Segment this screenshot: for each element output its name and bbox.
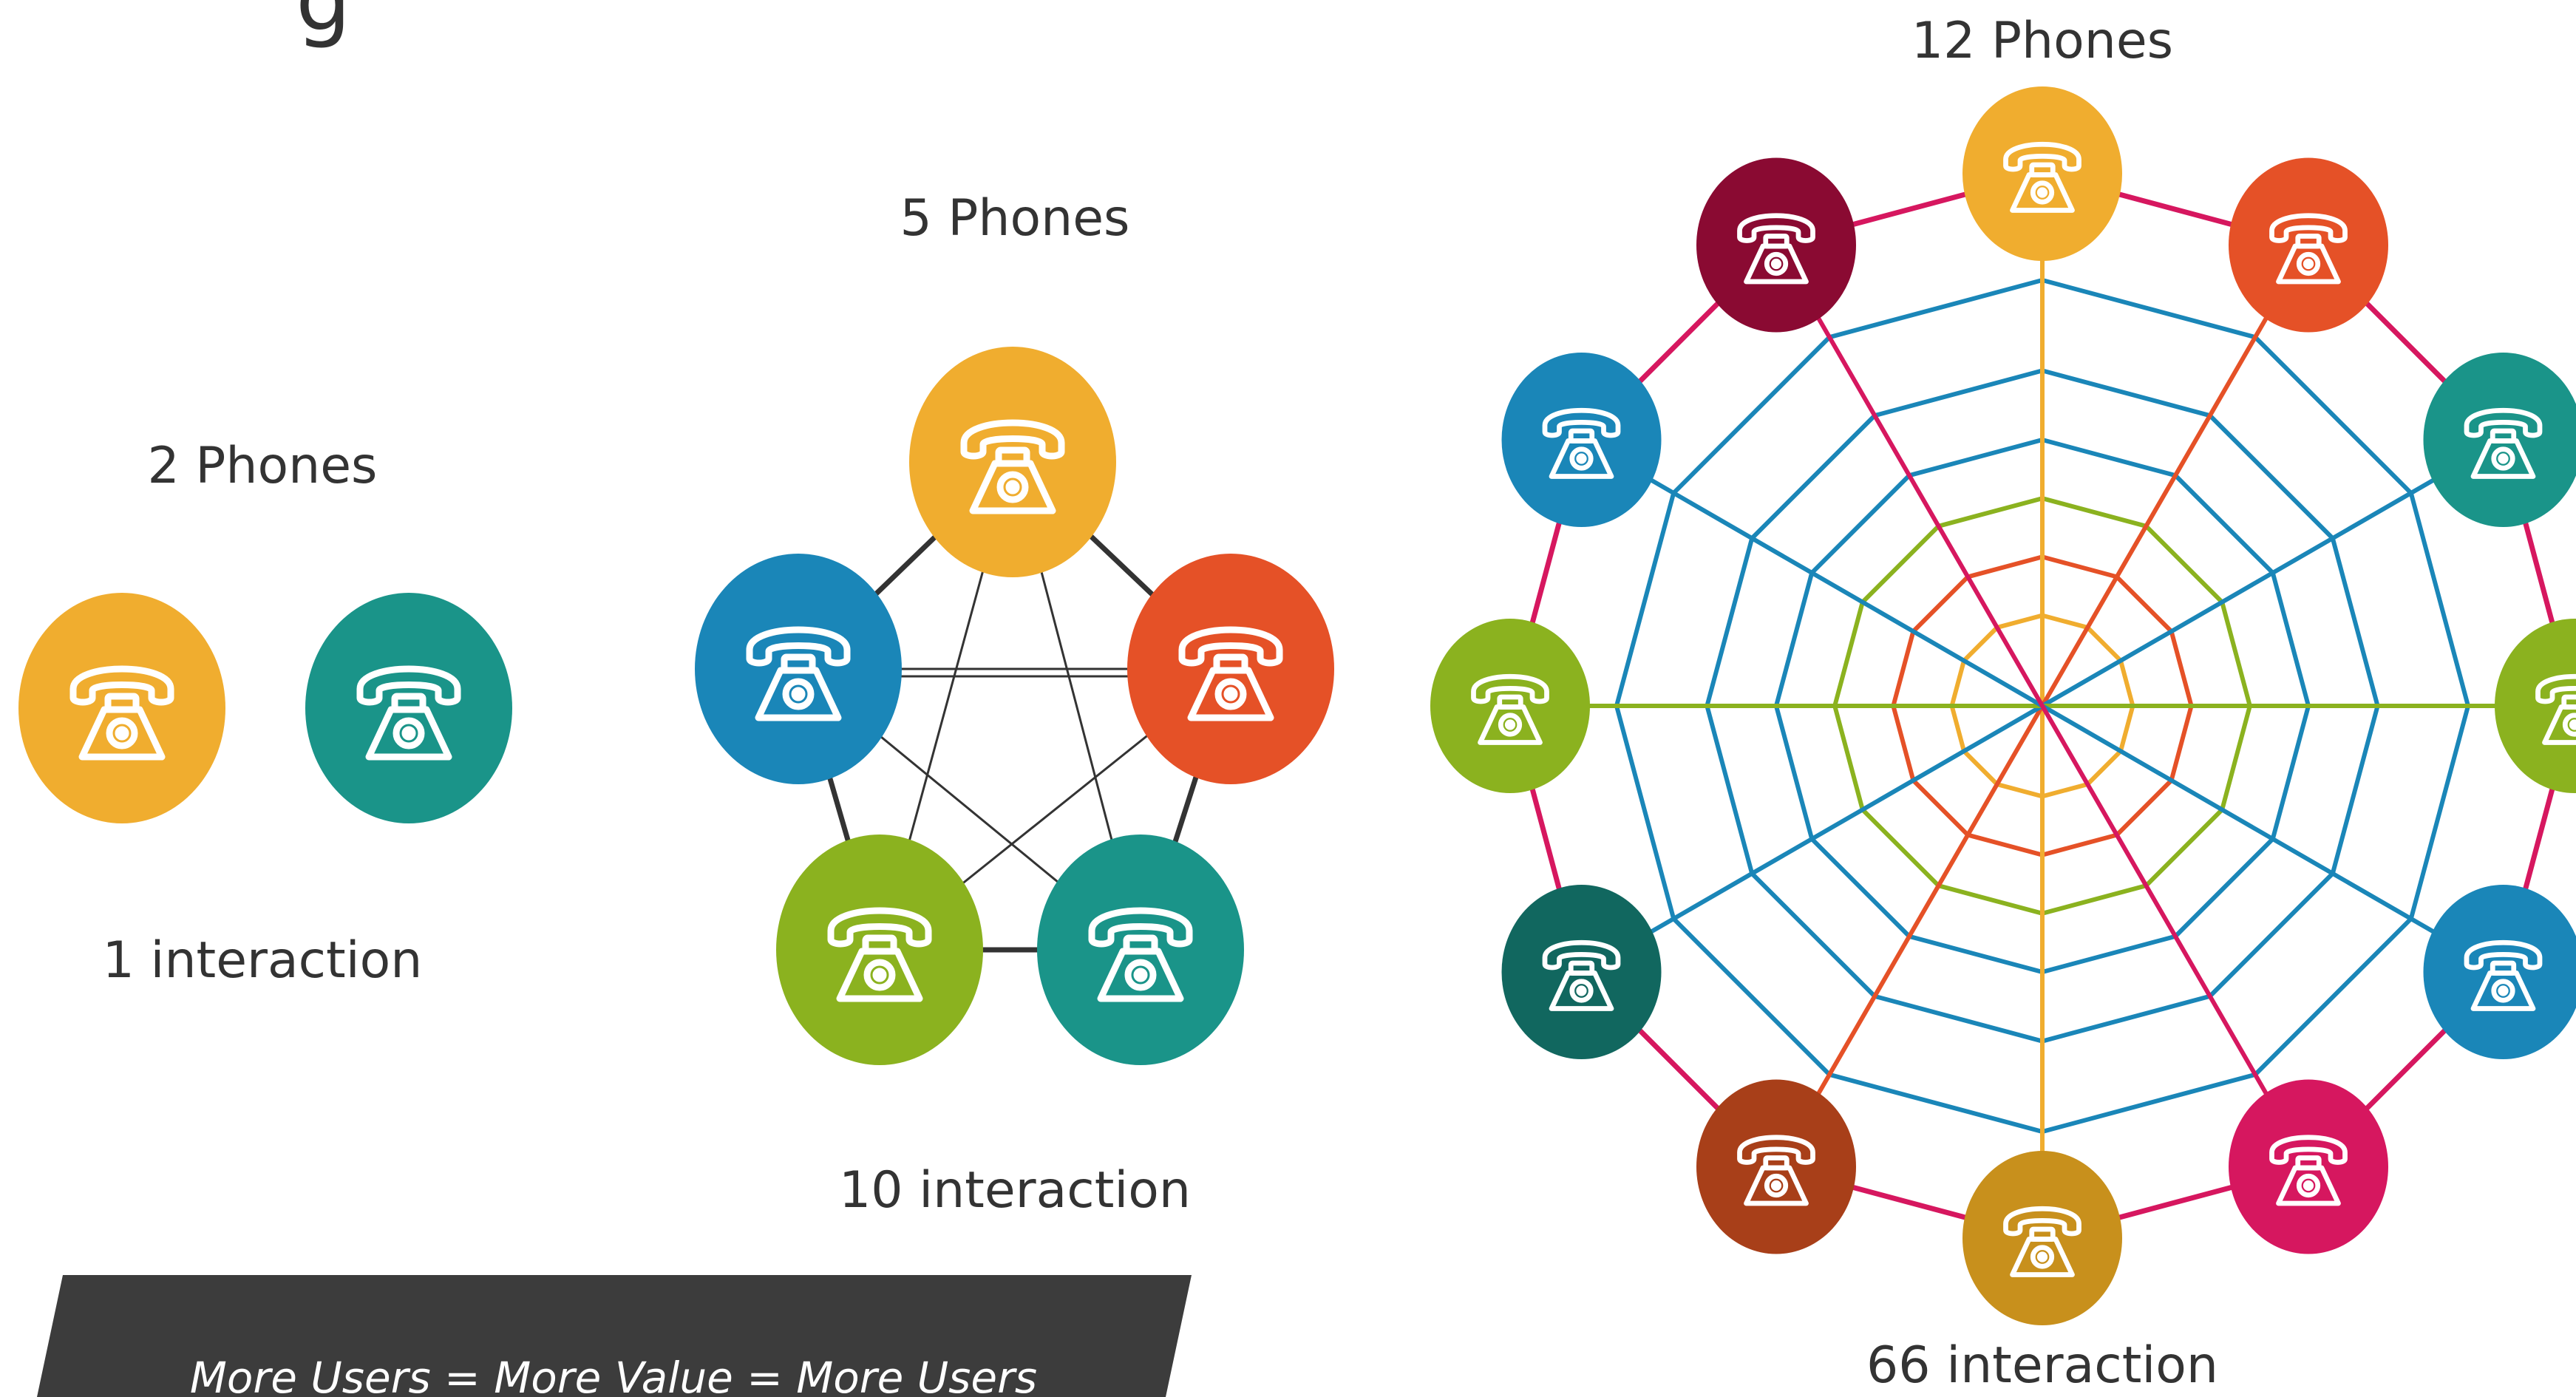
web-lines [1507,171,2576,1241]
phone-node [1962,1151,2122,1325]
group-title: 2 Phones [148,437,378,495]
banner: More Users = More Value = More Users [37,1275,1192,1397]
web-spoke [1774,243,2311,1169]
banner-text: More Users = More Value = More Users [190,1353,1037,1397]
phone-node [1430,619,1590,793]
phone-node-5 [695,554,902,784]
phone-node-3 [1037,835,1244,1065]
group-caption: 1 interaction [103,931,423,990]
group-caption: 66 interaction [1866,1336,2218,1395]
phone-node [1696,1079,1856,1254]
group-caption: 10 interaction [839,1161,1191,1220]
phone-node [2423,885,2576,1059]
phone-node [2423,353,2576,527]
phone-node [2229,157,2388,333]
phone-node-1 [909,347,1116,577]
title-fragment: g [296,0,351,50]
phone-node-4 [776,835,983,1065]
phone-node-2 [1127,554,1334,784]
group-title: 5 Phones [900,189,1130,248]
group-5-phones: 5 Phones [695,189,1334,1220]
phone-node [1501,353,1662,527]
group-2-phones: 2 Phones 1 interaction [18,437,512,990]
phone-node-1 [18,593,225,823]
phone-node [2229,1079,2388,1254]
phone-node-2 [305,593,512,823]
phone-node [1696,157,1856,333]
banner-shape [37,1275,1192,1397]
phone-node [2495,619,2576,793]
group-title: 12 Phones [1911,12,2173,70]
group-12-phones: 12 Phones 66 interaction [1430,12,2576,1395]
phone-node [1962,86,2122,261]
phone-node [1501,885,1662,1059]
phone-nodes [1430,86,2576,1325]
